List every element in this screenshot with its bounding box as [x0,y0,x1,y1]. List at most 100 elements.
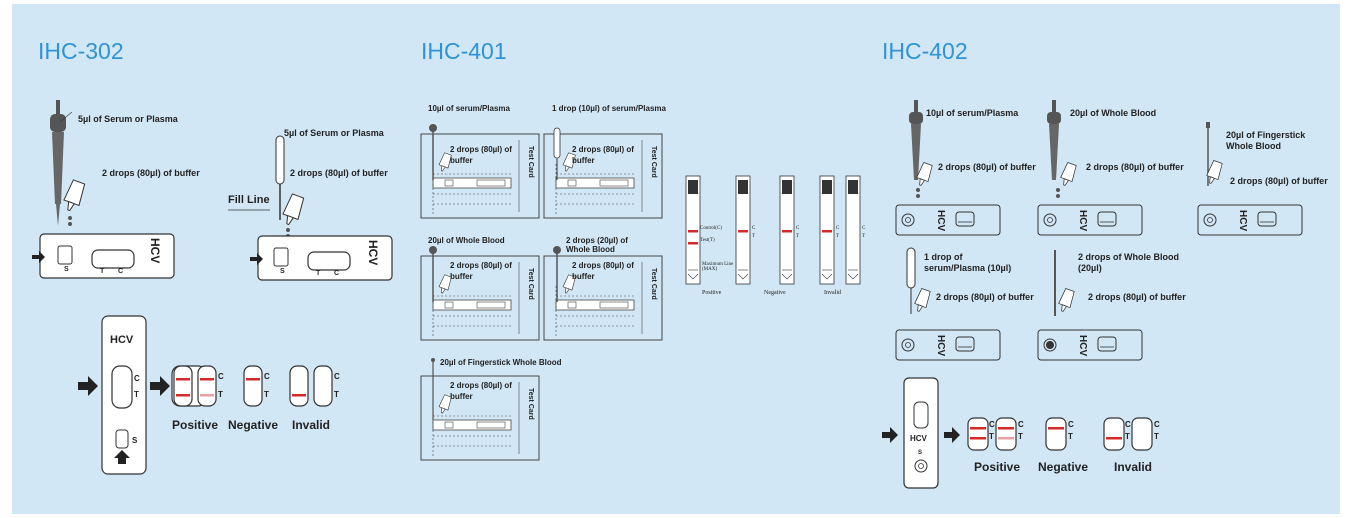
ihc302-drop-1-icon [68,216,72,226]
ihc401-card5-sample: 20µl of Fingerstick Whole Blood [440,358,562,367]
ihc401-test-card-5 [420,358,540,461]
ihc302-result-negative [243,365,263,407]
ihc401-card1-buffer: 2 drops (80µl) of buffer [450,145,512,165]
ihc402-pos2-mark-t: T [1018,432,1023,441]
ihc401-card5-test-card: Test Card [527,388,534,420]
ihc402-result-negative [1045,417,1067,451]
ihc302-mark-t-2: T [316,270,321,277]
ihc401-strip-2 [735,175,751,285]
heading-ihc-402: IHC-402 [882,38,968,64]
ihc402-p1-buffer: 2 drops (80µl) of buffer [938,162,1036,172]
ihc402-inv2-mark-t: T [1154,432,1159,441]
ihc402-p3-sample: 20µl of Fingerstick Whole Blood [1226,130,1306,151]
ihc401-positive-label: Positive [702,290,722,296]
ihc401-card3-sample: 20µl of Whole Blood [428,236,505,245]
ihc401-test-card-4 [543,246,663,341]
ihc302-neg-mark-t: T [264,390,269,399]
ihc401-test-card-3 [420,246,540,341]
ihc302-vertical-mark-c: C [134,374,140,383]
ihc402-p5-name: HCV [1077,335,1088,357]
ihc401-card4-test-card: Test Card [650,268,657,300]
ihc401-strip-control-label: Control(C) [700,226,722,231]
ihc302-arrow-2-icon [250,253,263,265]
ihc401-strip-test-label: Test(T) [700,238,715,243]
ihc401-card2-test-card: Test Card [650,146,657,178]
ihc401-strip-negative [779,175,795,285]
ihc401-strip3-t: T [796,234,800,239]
ihc302-pos-mark-t: T [218,390,223,399]
ihc402-negative-label: Negative [1038,460,1089,474]
ihc302-buffer-label-1: 2 drops (80µl) of buffer [102,168,200,178]
ihc402-invalid-label: Invalid [1114,460,1153,474]
ihc402-panel-3 [1197,122,1303,236]
ihc302-fill-line-label: Fill Line [228,194,270,206]
ihc302-mark-c-2: C [334,270,340,277]
ihc402-panel-2 [1037,100,1143,236]
ihc402-p4-name: HCV [935,335,946,357]
ihc302-vertical-cassette-name: HCV [110,334,134,346]
ihc401-test-card-2 [543,127,663,219]
ihc402-vertical-name: HCV [910,434,927,443]
ihc402-neg-mark-t: T [1068,432,1073,441]
ihc302-result-invalid [289,365,333,407]
ihc402-neg-mark-c: C [1068,420,1074,429]
ihc401-card4-sample: 2 drops (20µl) of Whole Blood [566,236,628,254]
heading-ihc-302: IHC-302 [38,38,124,64]
ihc402-p3-buffer: 2 drops (80µl) of buffer [1230,176,1328,186]
ihc401-card5-buffer: 2 drops (80µl) of buffer [450,381,512,401]
ihc402-inv-mark-t: T [1125,432,1130,441]
ihc302-cassette-2-name: HCV [366,240,380,266]
ihc401-card1-test-card: Test Card [527,146,534,178]
ihc401-card2-sample: 1 drop (10µl) of serum/Plasma [552,104,666,113]
ihc401-strip5-c: C [862,226,866,231]
ihc401-strip4-c: C [836,226,840,231]
ihc302-positive-label: Positive [172,418,219,432]
ihc302-mark-t-1: T [100,268,105,275]
ihc302-mark-c-1: C [118,268,124,275]
diagram-panel: IHC-302 IHC-401 IHC-402 [12,4,1340,514]
ihc402-pos-mark-c: C [989,420,995,429]
ihc302-pos-mark-c: C [218,372,224,381]
ihc402-p2-sample: 20µl of Whole Blood [1070,108,1157,118]
ihc302-pipette-icon [275,135,285,220]
ihc401-test-card-1 [420,124,540,219]
ihc401-strip4-t: T [836,234,840,239]
ihc302-arrow-1-icon [32,251,45,263]
ihc302-inv-mark-t: T [334,390,339,399]
ihc402-inv2-mark-c: C [1154,420,1160,429]
ihc402-arrow-2-icon [944,427,960,443]
ihc402-p1-sample: 10µl of serum/Plasma [926,108,1019,118]
ihc302-arrow-3-icon [78,376,98,396]
ihc302-neg-mark-c: C [264,372,270,381]
ihc401-strip-max-label: Maximum Line (MAX) [702,262,734,272]
ihc402-panel-4 [895,247,1001,361]
ihc302-vertical-cassette [101,315,147,475]
ihc402-positive-label: Positive [974,460,1021,474]
ihc401-strip-invalid-2 [845,175,861,285]
ihc401-strip2-c: C [752,226,756,231]
ihc402-vertical-mark-s: S [918,450,923,456]
ihc302-mark-s-1: S [64,266,69,273]
ihc302-inv-mark-c: C [334,372,340,381]
ihc302-serum-label-1: 5µl of Serum or Plasma [78,114,178,124]
ihc401-strip-positive [685,175,701,285]
ihc402-arrow-1-icon [882,427,898,443]
ihc401-strip-invalid-1 [819,175,835,285]
ihc302-buffer-bottle-1-icon [60,178,88,214]
ihc401-card4-buffer: 2 drops (80µl) of buffer [572,261,634,281]
ihc401-strip2-t: T [752,234,756,239]
ihc402-p4-sample: 1 drop of serum/Plasma (10µl) [924,252,1012,273]
ihc402-panel-5 [1037,250,1143,361]
ihc302-buffer-label-2: 2 drops (80µl) of buffer [290,168,388,178]
ihc302-mark-s-2: S [280,268,285,275]
ihc302-dropper-1-icon [50,100,66,226]
ihc402-p1-name: HCV [935,210,946,232]
ihc402-p3-name: HCV [1237,210,1248,232]
ihc402-p5-buffer: 2 drops (80µl) of buffer [1088,292,1186,302]
ihc402-p5-sample: 2 drops of Whole Blood (20µl) [1078,252,1179,273]
ihc402-pos2-mark-c: C [1018,420,1024,429]
ihc302-arrow-4-icon [150,376,170,396]
ihc302-buffer-bottle-2-icon [279,192,307,228]
ihc401-card3-buffer: 2 drops (80µl) of buffer [450,261,512,281]
ihc402-p2-buffer: 2 drops (80µl) of buffer [1086,162,1184,172]
